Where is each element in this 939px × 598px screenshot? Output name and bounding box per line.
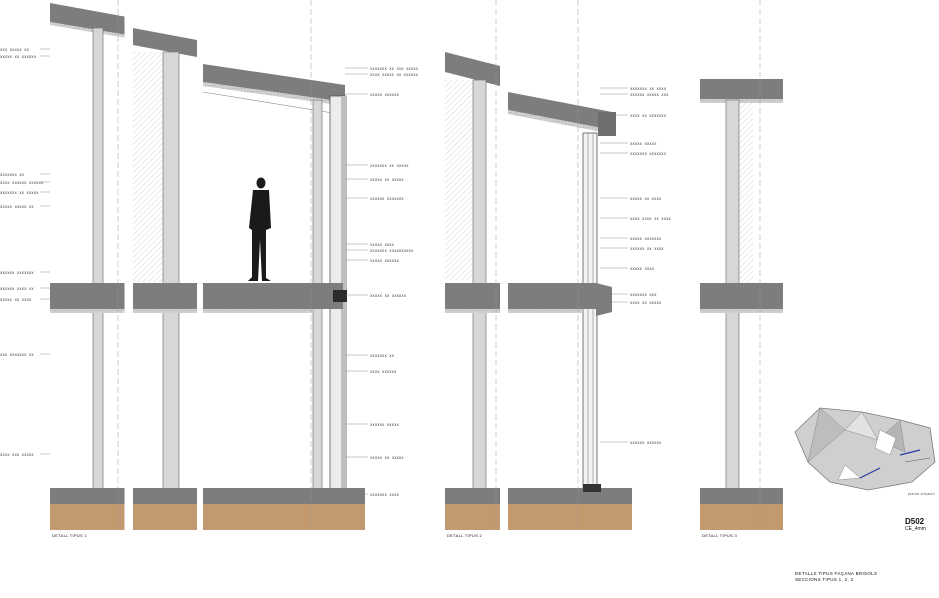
keyplan-label: planta situació (908, 492, 935, 496)
annotation-right: xxxxx xxxx (630, 266, 655, 271)
annotation-right: xxxxx xx xxxx (630, 196, 662, 201)
annotation-right: xxxx xx xxxxx (630, 300, 662, 305)
roof-slab-2b (508, 92, 612, 130)
floor-slab-1a (50, 283, 127, 309)
annotation-left: xxxxx xxxxx xx (0, 204, 34, 209)
annotation-left: xxxx xxx xxxxx (0, 452, 34, 457)
annotation-mid: xxxxx xx xxxxxx (370, 293, 407, 298)
annotation-right: xxxxxx xxxxx xxx (630, 92, 669, 97)
detail-1 (50, 0, 365, 530)
annotation-right: xxxxxx xx xxxx (630, 246, 664, 251)
roof-slab-3 (700, 79, 783, 99)
annotation-right: xxxx xxxx xx xxxx (630, 216, 671, 221)
annotation-mid: xxxx xxxxxx (370, 369, 397, 374)
annotation-right: xxxxxxx xxxxxxx (630, 151, 667, 156)
leader-lines (40, 48, 628, 495)
roof-slab-1c (203, 64, 345, 102)
axis-lines (117, 0, 761, 530)
floor-slab-3 (700, 283, 783, 309)
soil-2a (445, 504, 500, 530)
annotation-left: xxx xxxxxxx xx (0, 352, 34, 357)
annotation-left: xxx xxxxx xx (0, 47, 29, 52)
sheet-scale: CE_4mm (905, 526, 926, 532)
glazing-2 (582, 132, 598, 489)
annotation-right: xxxxxxx xx xxxx (630, 86, 667, 91)
human-scale-figure (248, 177, 271, 281)
annotation-mid: xxxxxx xxxxx (370, 422, 399, 427)
annotation-left: xxxxx xx xxxxxx (0, 54, 37, 59)
roof-slab-1a (50, 3, 127, 35)
soil-3 (700, 504, 783, 530)
annotation-left: xxxxxx xxxx xx (0, 286, 34, 291)
detail-label-2: DETALL TIPUS 2 (447, 533, 483, 538)
sheet-title-1: DETALLS TIPUS FAÇANA BRISOLS (795, 571, 878, 576)
sheet-title-2: SECCIONS TIPUS 1, 2, 3 (795, 577, 854, 582)
annotation-right: xxxxx xxxxxxx (630, 236, 662, 241)
annotation-left: xxxxx xx xxxx (0, 297, 32, 302)
floor-slab-1c (203, 283, 343, 309)
annotation-left: xxxx xxxxxx xxxxxx (0, 180, 44, 185)
annotation-mid: xxxxx xx xxxxx (370, 455, 404, 460)
annotation-right: xxxxxx xxxxxx (630, 440, 662, 445)
annotation-left: xxxxxx xxxxxxx (0, 270, 34, 275)
annotation-left: xxxxxxx xx (0, 172, 25, 177)
annotation-mid: xxxxxxx xx xxx xxxxx (370, 66, 419, 71)
floor-slab-2b (508, 283, 596, 309)
annotation-right: xxxxxxx xxx (630, 292, 657, 297)
roof-slab-2a (445, 52, 500, 86)
detail-label-3: DETALL TIPUS 3 (702, 533, 738, 538)
soil-1a (50, 504, 127, 530)
soil-1c (203, 504, 365, 530)
column-1a (92, 27, 104, 499)
annotation-mid: xxxxx xxxxxx (370, 92, 399, 97)
sheet-code: D502 (905, 517, 925, 526)
column-1b (162, 51, 180, 499)
annotation-mid: xxxxxx xxxxxxx (370, 196, 404, 201)
annotation-right: xxxxx xxxxx (630, 141, 657, 146)
detail-label-1: DETALL TIPUS 1 (52, 533, 88, 538)
detail-2 (445, 0, 632, 530)
roof-slab-1b (133, 28, 197, 57)
annotation-mid: xxxxxxx xxxx (370, 492, 399, 497)
annotation-mid: xxxxx xx xxxxx (370, 177, 404, 182)
annotation-mid: xxxxx xxxxxx (370, 258, 399, 263)
annotation-left: xxxxxxx xx xxxxx (0, 190, 39, 195)
annotation-right: xxxx xx xxxxxxx (630, 113, 667, 118)
detail-3 (700, 79, 783, 530)
key-plan (794, 407, 936, 491)
annotation-mid: xxxx xxxxx xx xxxxxx (370, 72, 419, 77)
annotation-mid: xxxxxxx xx (370, 353, 395, 358)
annotation-mid: xxxxxxx xx xxxxx (370, 163, 409, 168)
annotation-mid: xxxxxxx xxxxxxxxxx (370, 248, 414, 253)
annotation-mid: xxxxx xxxx (370, 242, 395, 247)
